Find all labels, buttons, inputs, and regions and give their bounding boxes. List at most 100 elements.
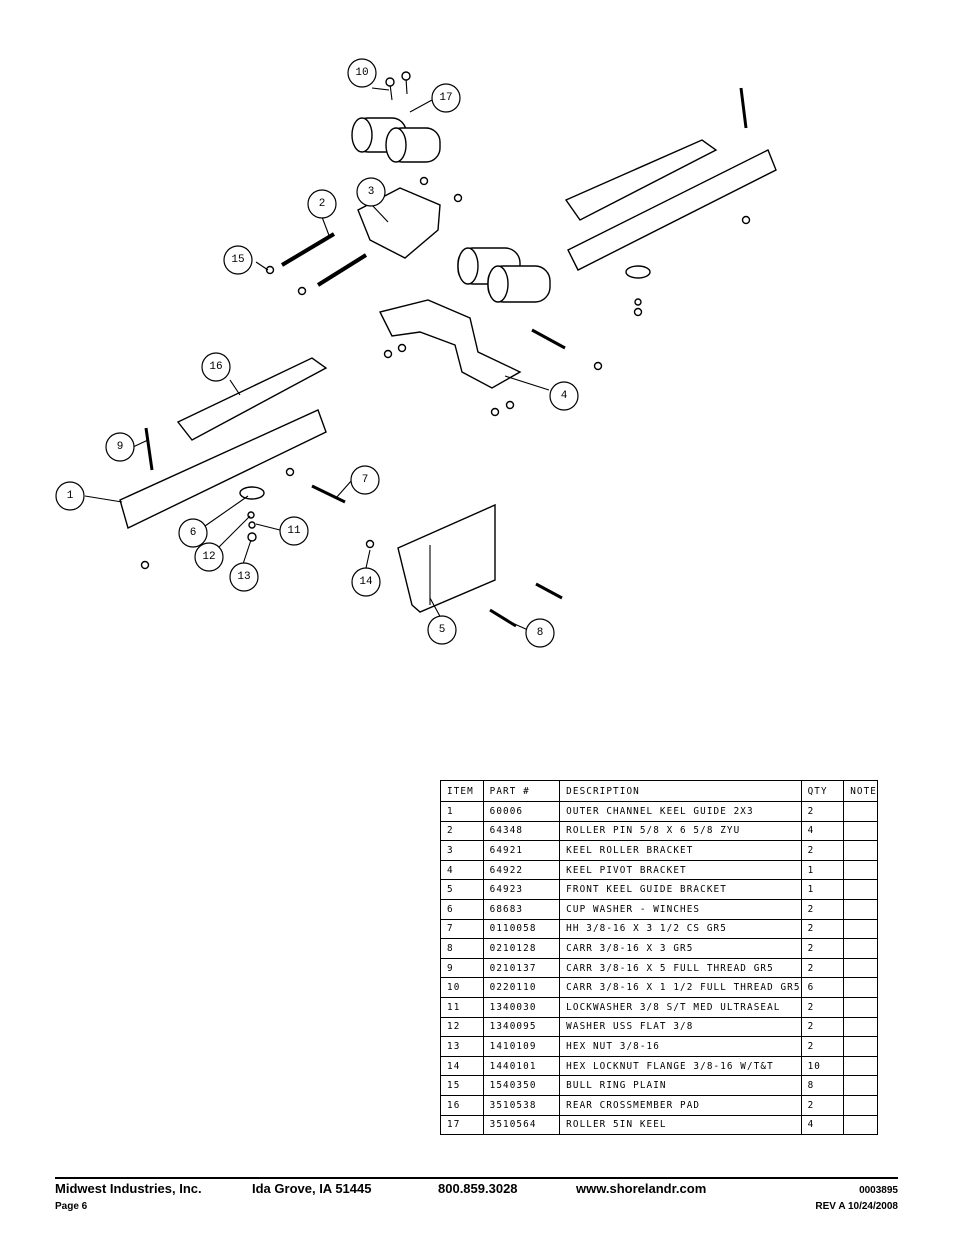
cell-description: CARR 3/8-16 X 1 1/2 FULL THREAD GR5 — [559, 977, 802, 998]
cell-part-number: 1340095 — [482, 1016, 561, 1038]
cell-note — [843, 1055, 878, 1077]
cell-description: HEX LOCKNUT FLANGE 3/8-16 W/T&T — [559, 1055, 802, 1077]
cell-qty: 2 — [800, 957, 845, 979]
outer-channel-left — [119, 409, 327, 529]
carriage-bolts-top — [385, 71, 411, 101]
cell-part-number: 0110058 — [482, 918, 561, 940]
cell-qty: 2 — [800, 938, 845, 959]
cell-part-number: 1410109 — [482, 1036, 561, 1057]
callout-label: 5 — [439, 624, 446, 636]
header-description: DESCRIPTION — [559, 780, 802, 802]
cell-description: KEEL PIVOT BRACKET — [559, 859, 802, 881]
cell-description: OUTER CHANNEL KEEL GUIDE 2X3 — [559, 801, 802, 822]
cell-item: 11 — [440, 996, 484, 1018]
exploded-parts-diagram: 1 2 3 4 5 6 7 8 9 10 11 12 13 14 15 16 1… — [55, 58, 777, 648]
callout-label: 14 — [359, 576, 373, 588]
cell-note — [843, 859, 878, 881]
cell-part-number: 60006 — [482, 801, 561, 822]
callout-label: 17 — [439, 92, 452, 104]
callout-label: 9 — [117, 441, 124, 453]
cell-part-number: 3510564 — [482, 1114, 561, 1136]
roller-pins — [280, 232, 368, 287]
cell-part-number: 0210128 — [482, 938, 561, 959]
cell-note — [843, 1036, 878, 1057]
keel-roller-pair-middle — [457, 247, 551, 303]
callout-9: 9 — [105, 432, 135, 462]
front-keel-guide-bracket-shape — [397, 503, 496, 613]
cell-note — [843, 801, 878, 822]
footer-revision: REV A 10/24/2008 — [815, 1201, 898, 1212]
table-header-row: ITEM PART # DESCRIPTION QTY NOTE — [440, 780, 878, 802]
cell-item: 12 — [440, 1016, 484, 1038]
callout-7: 7 — [350, 465, 380, 495]
cell-note — [843, 918, 878, 940]
cell-qty: 2 — [800, 1036, 845, 1057]
keel-roller-pair-top — [351, 117, 441, 163]
cell-description: KEEL ROLLER BRACKET — [559, 840, 802, 861]
callout-label: 8 — [537, 627, 544, 639]
cell-item: 15 — [440, 1075, 484, 1096]
callout-label: 4 — [561, 390, 568, 402]
keel-roller-bracket-shape — [357, 187, 441, 259]
rear-crossmember-pad-right — [564, 139, 718, 221]
callout-8: 8 — [525, 618, 555, 648]
cell-qty: 2 — [800, 840, 845, 861]
cell-qty: 4 — [800, 1114, 845, 1136]
callout-label: 16 — [209, 361, 222, 373]
cell-item: 1 — [440, 801, 484, 822]
keel-pivot-bracket-shape — [378, 299, 522, 389]
cell-part-number: 64922 — [482, 859, 561, 881]
cell-description: LOCKWASHER 3/8 S/T MED ULTRASEAL — [559, 996, 802, 1018]
cell-part-number: 1540350 — [482, 1075, 561, 1096]
callout-12: 12 — [194, 542, 224, 572]
footer-doc-number: 0003895 — [859, 1185, 898, 1196]
cell-note — [843, 898, 878, 920]
cell-qty: 2 — [800, 918, 845, 940]
outer-channel-right — [567, 149, 777, 271]
cell-note — [843, 1114, 878, 1136]
cell-item: 16 — [440, 1094, 484, 1116]
footer-page: Page 6 — [55, 1201, 88, 1212]
callout-label: 13 — [237, 571, 250, 583]
cell-description: BULL RING PLAIN — [559, 1075, 802, 1096]
cell-description: ROLLER PIN 5/8 X 6 5/8 ZYU — [559, 820, 802, 842]
cell-item: 14 — [440, 1055, 484, 1077]
cell-qty: 2 — [800, 996, 845, 1018]
cell-description: FRONT KEEL GUIDE BRACKET — [559, 879, 802, 900]
callout-17: 17 — [431, 83, 461, 113]
cell-item: 10 — [440, 977, 484, 998]
cell-item: 6 — [440, 898, 484, 920]
cell-qty: 1 — [800, 859, 845, 881]
cell-item: 2 — [440, 820, 484, 842]
cell-qty: 8 — [800, 1075, 845, 1096]
callout-15: 15 — [223, 245, 253, 275]
callout-label: 1 — [67, 490, 74, 502]
callout-13: 13 — [229, 562, 259, 592]
cell-item: 3 — [440, 840, 484, 861]
cell-qty: 2 — [800, 801, 845, 822]
cell-note — [843, 820, 878, 842]
footer-company: Midwest Industries, Inc. — [55, 1181, 202, 1196]
footer-divider — [55, 1177, 898, 1179]
cell-description: HEX NUT 3/8-16 — [559, 1036, 802, 1057]
cell-item: 7 — [440, 918, 484, 940]
cell-note — [843, 879, 878, 900]
cell-description: WASHER USS FLAT 3/8 — [559, 1016, 802, 1038]
cell-note — [843, 977, 878, 998]
cell-part-number: 3510538 — [482, 1094, 561, 1116]
cell-note — [843, 840, 878, 861]
cell-part-number: 68683 — [482, 898, 561, 920]
cell-item: 17 — [440, 1114, 484, 1136]
callout-label: 7 — [362, 474, 369, 486]
callout-6: 6 — [178, 518, 208, 548]
cell-description: ROLLER 5IN KEEL — [559, 1114, 802, 1136]
cell-description: REAR CROSSMEMBER PAD — [559, 1094, 802, 1116]
